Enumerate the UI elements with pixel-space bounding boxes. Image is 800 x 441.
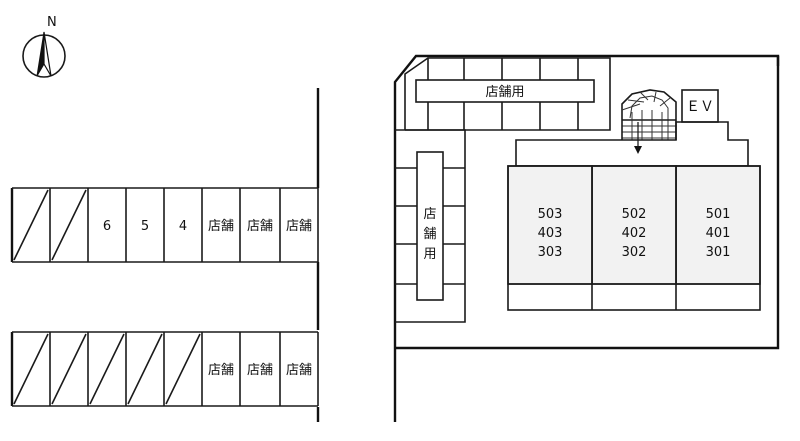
room-number: 503 [538, 207, 563, 222]
parking-space-label: 店舗 [247, 363, 273, 378]
unit-apartment [507, 165, 593, 285]
parking-space-hatched [13, 333, 49, 405]
building: 店舗用 店 舗 用 [393, 54, 780, 422]
shop-label-top: 店舗用 [485, 85, 524, 100]
elevator [681, 89, 719, 123]
unit-apartment [591, 165, 677, 285]
shop-label-side-2: 舗 [423, 227, 436, 242]
parking-space-label: 店舗 [208, 363, 234, 378]
parking-row-bottom: 店舗店舗店舗 [10, 331, 319, 407]
compass: N [22, 15, 66, 78]
elevator-label: ＥＶ [686, 99, 714, 115]
north-arrow-outline [43, 31, 52, 77]
parking-space-label: 店舗 [208, 219, 234, 234]
room-number: 502 [622, 207, 647, 222]
room-number: 501 [706, 207, 731, 222]
unit-block: 503 403 303 502 402 302 501 401 301 [507, 165, 761, 311]
shop-parking-top: 店舗用 [404, 57, 611, 131]
corridor [515, 121, 749, 166]
room-number: 302 [622, 245, 647, 260]
shop-parking-side: 店 舗 用 [395, 129, 466, 323]
unit-apartment [675, 165, 761, 285]
parking-space-hatched [51, 333, 87, 405]
room-number: 303 [538, 245, 563, 260]
shop-space-top [415, 79, 595, 103]
parking-space-label: 6 [103, 219, 111, 234]
parking-space-label: 店舗 [286, 219, 312, 234]
compass-label: N [47, 15, 57, 30]
room-number: 401 [706, 226, 731, 241]
parking-space-hatched [13, 189, 49, 261]
parking-space-hatched [89, 333, 125, 405]
site-boundary [393, 54, 780, 422]
room-number: 402 [622, 226, 647, 241]
shop-space-side [416, 151, 444, 301]
north-arrow-icon [36, 31, 45, 77]
parking-space-label: 店舗 [247, 219, 273, 234]
room-number: 301 [706, 245, 731, 260]
shop-label-side-3: 用 [423, 247, 436, 262]
shop-label-side-1: 店 [423, 207, 436, 222]
parking-space-label: 4 [179, 219, 187, 234]
parking-space-label: 店舗 [286, 363, 312, 378]
parking-space-hatched [127, 333, 163, 405]
room-number: 403 [538, 226, 563, 241]
parking-space-hatched [51, 189, 87, 261]
stair-core: ＥＶ [621, 89, 719, 154]
parking-space-hatched [165, 333, 201, 405]
parking-space-label: 5 [141, 219, 149, 234]
